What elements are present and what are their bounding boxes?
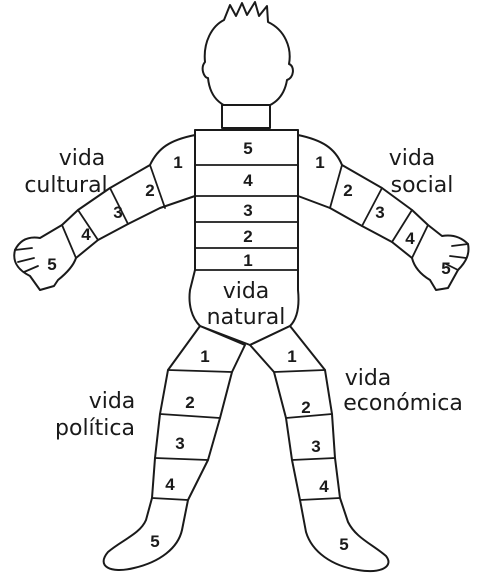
left-leg-segment-5: 5 — [150, 532, 159, 551]
left-arm-segment-1: 1 — [173, 153, 182, 172]
right-leg — [249, 325, 390, 572]
label-cultural-line1: vida — [59, 146, 106, 171]
label-politica-line2: política — [55, 416, 135, 441]
right-arm-segment-5: 5 — [441, 259, 450, 278]
right-leg-segment-1: 1 — [287, 347, 296, 366]
left-leg-segment-4: 4 — [165, 475, 175, 494]
left-leg-segment-3: 3 — [175, 434, 184, 453]
left-leg-segment-2: 2 — [185, 393, 194, 412]
label-social-line1: vida — [389, 146, 436, 171]
left-arm-segment-2: 2 — [145, 181, 154, 200]
torso-segment-4: 4 — [243, 171, 253, 190]
label-natural-line2: natural — [207, 305, 286, 330]
left-arm-dividers — [61, 164, 166, 259]
right-leg-segment-4: 4 — [319, 477, 329, 496]
label-vida-natural: vida natural — [207, 279, 286, 330]
right-leg-segment-5: 5 — [339, 535, 348, 554]
right-hand-fingers — [445, 243, 469, 271]
right-arm — [297, 134, 470, 291]
torso-dividers — [194, 164, 299, 271]
label-cultural-line2: cultural — [24, 173, 107, 198]
left-arm — [13, 134, 196, 291]
right-leg-segment-2: 2 — [301, 398, 310, 417]
label-natural-line1: vida — [223, 279, 270, 304]
left-leg — [102, 325, 246, 571]
head — [201, 1, 294, 111]
right-arm-segment-4: 4 — [405, 229, 415, 248]
torso-sides — [194, 129, 299, 271]
left-arm-segment-5: 5 — [47, 255, 56, 274]
right-arm-segment-2: 2 — [343, 181, 352, 200]
torso-segment-3: 3 — [243, 201, 252, 220]
label-vida-social: vida social — [389, 146, 454, 198]
right-arm-dividers — [329, 164, 429, 259]
right-leg-dividers — [273, 369, 341, 501]
label-vida-cultural: vida cultural — [24, 146, 107, 198]
left-arm-segment-4: 4 — [81, 225, 91, 244]
neck — [221, 104, 271, 129]
label-economica-line1: vida — [345, 366, 392, 391]
right-arm-segment-3: 3 — [375, 203, 384, 222]
torso-segment-2: 2 — [243, 227, 252, 246]
label-social-line2: social — [391, 173, 454, 198]
left-arm-segment-3: 3 — [113, 203, 122, 222]
label-economica-line2: económica — [343, 391, 463, 416]
label-politica-line1: vida — [89, 389, 136, 414]
left-hand-fingers — [14, 247, 39, 273]
right-leg-segment-3: 3 — [311, 437, 320, 456]
right-arm-segment-1: 1 — [315, 153, 324, 172]
torso-segment-5: 5 — [243, 139, 252, 158]
label-vida-politica: vida política — [55, 389, 135, 441]
torso-segment-1: 1 — [243, 251, 252, 270]
left-leg-segment-1: 1 — [200, 347, 209, 366]
label-vida-economica: vida económica — [343, 366, 463, 416]
left-leg-dividers — [151, 369, 233, 501]
